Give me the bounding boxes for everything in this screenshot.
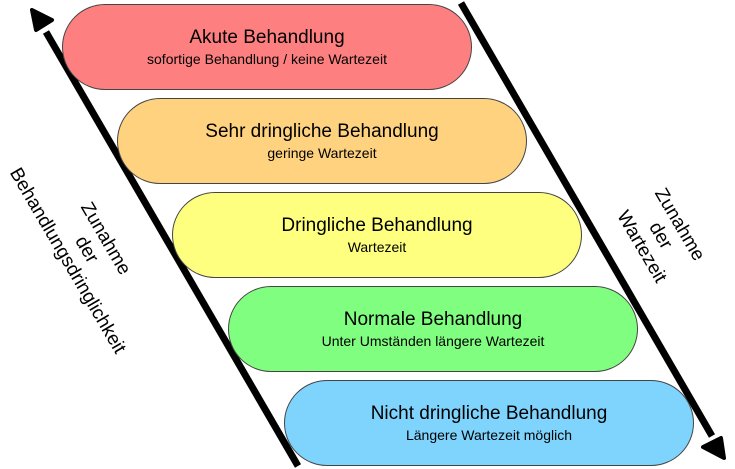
level-title: Normale Behandlung	[343, 309, 523, 330]
waiting-arrow-shaft	[457, 1, 716, 438]
level-subtitle: geringe Wartezeit	[267, 145, 377, 161]
level-very-urgent: Sehr dringliche Behandlung geringe Warte…	[117, 98, 527, 184]
level-urgent: Dringliche Behandlung Wartezeit	[172, 192, 582, 278]
level-title: Nicht dringliche Behandlung	[370, 403, 608, 424]
level-acute: Akute Behandlung sofortige Behandlung / …	[62, 4, 472, 90]
urgency-arrow-head-icon	[30, 8, 54, 32]
urgency-arrow-shaft	[42, 30, 302, 468]
level-title: Dringliche Behandlung	[281, 215, 473, 236]
level-subtitle: Unter Umständen längere Wartezeit	[321, 333, 545, 349]
waiting-arrow-head-icon	[701, 436, 726, 460]
level-title: Sehr dringliche Behandlung	[205, 121, 439, 142]
level-title: Akute Behandlung	[189, 27, 345, 48]
level-subtitle: Wartezeit	[347, 239, 407, 255]
level-normal: Normale Behandlung Unter Umständen länge…	[228, 286, 638, 372]
level-subtitle: sofortige Behandlung / keine Wartezeit	[147, 51, 387, 67]
level-subtitle: Längere Wartezeit möglich	[405, 427, 572, 443]
level-non-urgent: Nicht dringliche Behandlung Längere Wart…	[284, 380, 694, 466]
